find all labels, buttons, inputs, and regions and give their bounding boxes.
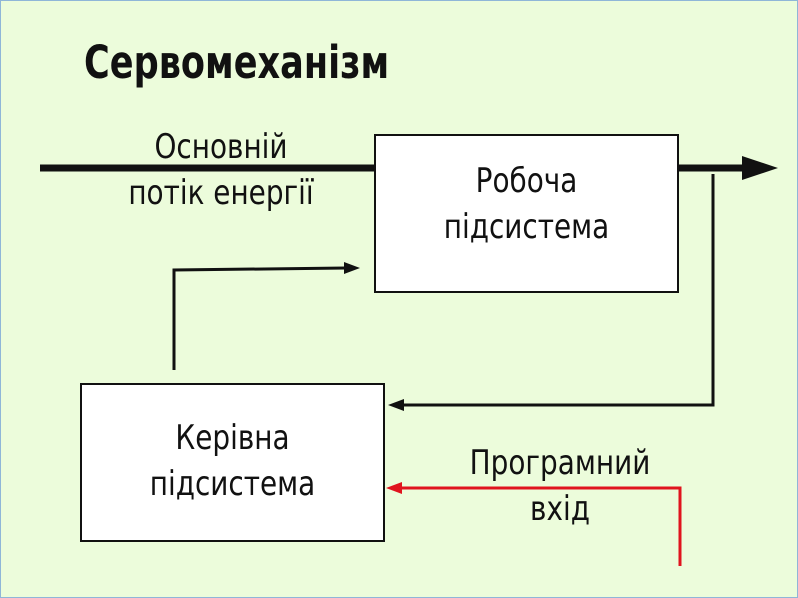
control-subsystem-label-line2: підсистема — [149, 464, 316, 504]
energy-flow-label-line1: Основній — [154, 127, 288, 167]
slide-title: Сервомеханізм — [84, 36, 390, 89]
program-input-label-line1: Програмний — [469, 443, 651, 483]
program-input-line — [400, 486, 682, 566]
working-subsystem-label-line2: підсистема — [443, 207, 610, 247]
feedback-line — [402, 174, 715, 407]
program-input-label: Програмний вхід — [430, 440, 690, 532]
energy-flow-label-line2: потік енергії — [128, 173, 314, 213]
working-subsystem-label: Робоча підсистема — [380, 158, 673, 250]
program-input-arrowhead — [386, 482, 402, 494]
control-subsystem-box — [80, 383, 385, 542]
control-subsystem-label-line1: Керівна — [175, 418, 290, 458]
control-subsystem-label: Керівна підсистема — [86, 415, 379, 507]
energy-flow-label: Основній потік енергії — [96, 124, 346, 216]
program-input-label-line2: вхід — [530, 489, 590, 529]
control-signal-line — [172, 266, 347, 370]
working-subsystem-box — [374, 134, 679, 293]
working-subsystem-label-line1: Робоча — [475, 161, 578, 201]
control-signal-arrowhead — [344, 262, 360, 274]
energy-flow-arrowhead — [742, 156, 778, 180]
feedback-arrowhead — [388, 399, 404, 411]
